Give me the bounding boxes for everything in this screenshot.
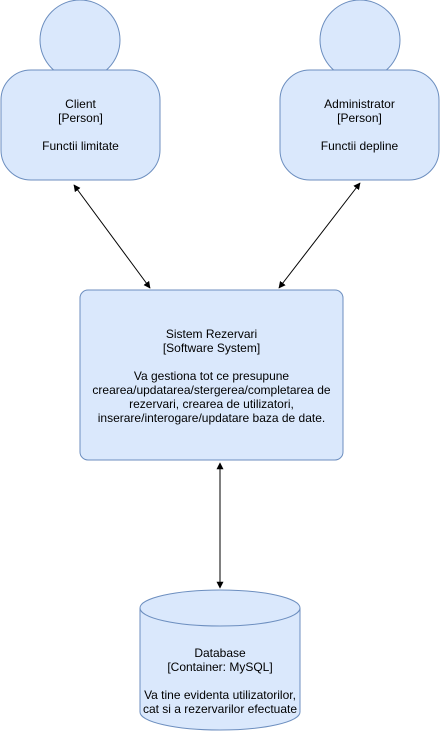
client-description: Functii limitate (42, 139, 119, 153)
database-type: [Container: MySQL] (167, 660, 273, 674)
database-description: Va tine evidenta utilizatorilor, cat si … (142, 688, 298, 716)
administrator-head (319, 0, 401, 81)
client-person-shape[interactable] (0, 0, 161, 181)
system-type: [Software System] (162, 341, 261, 355)
administrator-system-arrow (278, 182, 361, 289)
client-head (39, 0, 121, 81)
database-label: Database [Container: MySQL] Va tine evid… (140, 646, 300, 716)
client-system-arrow (73, 184, 151, 289)
administrator-name: Administrator (324, 97, 395, 111)
system-box[interactable] (79, 289, 344, 461)
administrator-description: Functii depline (320, 139, 399, 153)
database-cylinder[interactable] (139, 589, 301, 731)
system-label: Sistem Rezervari [Software System] Va ge… (88, 327, 335, 425)
system-name: Sistem Rezervari (165, 327, 258, 341)
system-description: Va gestiona tot ce presupune crearea/upd… (92, 369, 331, 425)
administrator-type: [Person] (337, 111, 382, 125)
administrator-person-shape[interactable] (279, 0, 440, 181)
client-type: [Person] (58, 111, 103, 125)
database-name: Database (194, 646, 246, 660)
database-top (139, 589, 301, 627)
administrator-label: Administrator [Person] Functii depline (280, 97, 439, 153)
client-label: Client [Person] Functii limitate (1, 97, 160, 153)
database-body (139, 608, 301, 731)
client-body (0, 69, 161, 181)
administrator-body (279, 69, 440, 181)
client-name: Client (65, 97, 96, 111)
